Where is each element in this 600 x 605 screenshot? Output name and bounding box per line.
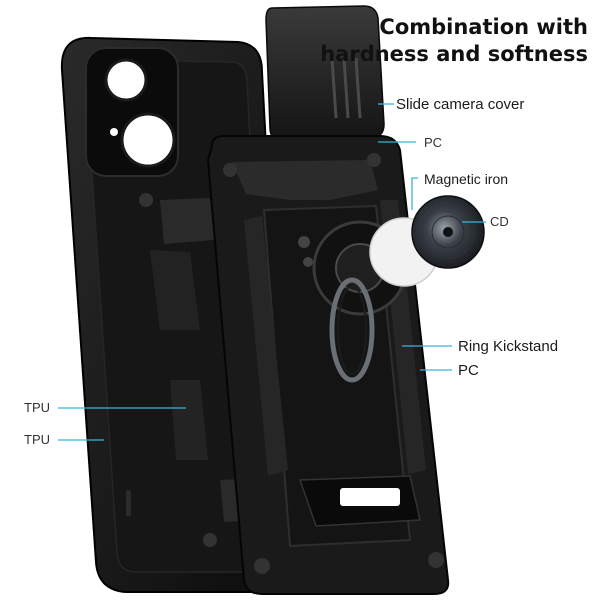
label-magnetic-iron: Magnetic iron: [424, 171, 509, 187]
headline-line-2: hardness and softness: [320, 42, 588, 66]
headline-line-1: Combination with: [379, 15, 588, 39]
pc-armor-frame: [206, 135, 450, 595]
callout-lines: [58, 103, 486, 441]
label-pc-top: PC: [424, 135, 443, 150]
label-cd: CD: [490, 214, 509, 229]
label-tpu-bottom: TPU: [24, 432, 50, 447]
label-slide-camera-cover: Slide camera cover: [396, 96, 525, 113]
label-tpu-top: TPU: [24, 400, 50, 415]
label-pc-bottom: PC: [458, 362, 479, 379]
slide-camera-cover: [265, 5, 385, 141]
headline: Combination with hardness and softness: [320, 14, 588, 68]
cd-metal-disc: [411, 195, 485, 269]
label-ring-kickstand: Ring Kickstand: [458, 338, 559, 355]
